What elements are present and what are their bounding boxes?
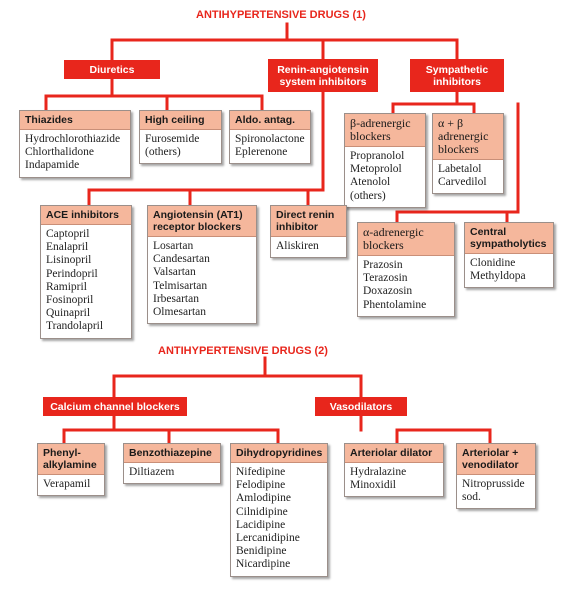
drug-item: Lisinopril: [46, 254, 92, 267]
card-alpha-beta-blockers-title: α + β adrenergic blockers: [433, 114, 503, 160]
card-direct-renin-inhibitor-list: Aliskiren: [271, 237, 346, 257]
drug-item: Losartan: [153, 240, 194, 252]
card-arteriolar-dilator: Arteriolar dilator Hydralazine Minoxidil: [344, 443, 444, 498]
card-phenylalkylamine: Phenyl- alkylamine Verapamil: [37, 443, 105, 497]
drug-item: Atenolol: [350, 176, 391, 189]
card-arteriolar-dilator-title: Arteriolar dilator: [345, 444, 443, 463]
card-central-sympatholytics-list: Clonidine Methyldopa: [465, 254, 553, 287]
card-benzothiazepine-list: Diltiazem: [124, 463, 220, 483]
card-arteriolar-dilator-list: Hydralazine Minoxidil: [345, 463, 443, 496]
card-high-ceiling: High ceiling Furosemide (others): [139, 110, 222, 165]
group-vasodilators: Vasodilators: [315, 397, 407, 416]
card-alpha-beta-blockers: α + β adrenergic blockers Labetalol Carv…: [432, 113, 504, 195]
card-arb-blockers-title: Angiotensin (AT1) receptor blockers: [148, 206, 256, 237]
drug-item: Fosinopril: [46, 294, 94, 307]
drug-item: Minoxidil: [350, 479, 397, 492]
card-ace-inhibitors-list: Captopril Enalapril Lisinopril Perindopr…: [41, 225, 131, 338]
drug-item: Nicardipine: [236, 558, 291, 571]
drug-item: Felodipine: [236, 479, 286, 492]
drug-item: Captopril: [46, 228, 90, 240]
drug-item: Spironolactone: [235, 133, 305, 145]
drug-item: Labetalol: [438, 163, 482, 175]
card-alpha-beta-blockers-list: Labetalol Carvedilol: [433, 160, 503, 193]
drug-item: Nifedipine: [236, 466, 286, 478]
card-alpha-blockers-list: Prazosin Terazosin Doxazosin Phentolamin…: [358, 256, 454, 316]
drug-item: Perindopril: [46, 267, 98, 280]
card-arteriolar-venodilator-title: Arteriolar + venodilator: [457, 444, 535, 475]
card-central-sympatholytics-title: Central sympatholytics: [465, 223, 553, 254]
card-high-ceiling-list: Furosemide (others): [140, 130, 221, 163]
drug-item: Candesartan: [153, 253, 210, 266]
card-arb-blockers: Angiotensin (AT1) receptor blockers Losa…: [147, 205, 257, 325]
group-sympathetic-inhibitors: Sympathetic inhibitors: [410, 59, 504, 92]
card-benzothiazepine: Benzothiazepine Diltiazem: [123, 443, 221, 485]
drug-item: Hydralazine: [350, 466, 407, 478]
drug-item: Verapamil: [43, 478, 91, 490]
card-beta-blockers: β-adrenergic blockers Propranolol Metopr…: [344, 113, 426, 208]
diagram-1-title: ANTIHYPERTENSIVE DRUGS (1): [196, 9, 366, 21]
group-calcium-channel-blockers: Calcium channel blockers: [43, 397, 187, 416]
drug-item: Prazosin: [363, 259, 403, 271]
drug-item: Chlorthalidone: [25, 146, 94, 159]
card-aldo-antag: Aldo. antag. Spironolactone Eplerenone: [229, 110, 311, 165]
group-diuretics: Diuretics: [64, 60, 160, 79]
card-alpha-blockers-title: α-adrenergic blockers: [358, 223, 454, 256]
drug-item: (others): [350, 189, 386, 202]
drug-item: Terazosin: [363, 272, 408, 285]
card-aldo-antag-list: Spironolactone Eplerenone: [230, 130, 310, 163]
card-central-sympatholytics: Central sympatholytics Clonidine Methyld…: [464, 222, 554, 289]
card-beta-blockers-title: β-adrenergic blockers: [345, 114, 425, 147]
card-arteriolar-venodilator: Arteriolar + venodilator Nitroprusside s…: [456, 443, 536, 510]
drug-item: Metoprolol: [350, 163, 402, 176]
card-beta-blockers-list: Propranolol Metoprolol Atenolol (others): [345, 147, 425, 207]
card-alpha-blockers: α-adrenergic blockers Prazosin Terazosin…: [357, 222, 455, 317]
card-phenylalkylamine-title: Phenyl- alkylamine: [38, 444, 104, 475]
card-dihydropyridines: Dihydropyridines Nifedipine Felodipine A…: [230, 443, 328, 577]
card-thiazides: Thiazides Hydrochlorothiazide Chlorthali…: [19, 110, 131, 178]
drug-item: Phentolamine: [363, 298, 427, 311]
card-direct-renin-inhibitor-title: Direct renin inhibitor: [271, 206, 346, 237]
drug-item: Ramipril: [46, 280, 87, 293]
drug-item: Enalapril: [46, 241, 89, 254]
card-direct-renin-inhibitor: Direct renin inhibitor Aliskiren: [270, 205, 347, 259]
drug-item: Clonidine: [470, 257, 516, 269]
card-thiazides-list: Hydrochlorothiazide Chlorthalidone Indap…: [20, 130, 130, 177]
drug-item: Olmesartan: [153, 306, 207, 319]
drug-item: Telmisartan: [153, 279, 208, 292]
drug-item: Quinapril: [46, 307, 91, 320]
diagram-2-title: ANTIHYPERTENSIVE DRUGS (2): [158, 345, 328, 357]
card-arb-blockers-list: Losartan Candesartan Valsartan Telmisart…: [148, 237, 256, 323]
drug-item: Aliskiren: [276, 240, 319, 252]
drug-item: Diltiazem: [129, 466, 175, 478]
drug-item: Eplerenone: [235, 146, 288, 159]
drug-item: Methyldopa: [470, 270, 526, 283]
drug-item: Nitroprusside sod.: [462, 478, 525, 504]
card-ace-inhibitors-title: ACE inhibitors: [41, 206, 131, 225]
drug-item: Lacidipine: [236, 518, 286, 531]
drug-item: Carvedilol: [438, 176, 487, 189]
card-benzothiazepine-title: Benzothiazepine: [124, 444, 220, 463]
card-phenylalkylamine-list: Verapamil: [38, 475, 104, 495]
drug-item: Amlodipine: [236, 492, 291, 505]
drug-item: Doxazosin: [363, 285, 413, 298]
drug-item: Valsartan: [153, 266, 196, 279]
drug-item: Propranolol: [350, 150, 405, 162]
card-dihydropyridines-list: Nifedipine Felodipine Amlodipine Cilnidi…: [231, 463, 327, 576]
drug-item: Trandolapril: [46, 320, 104, 333]
group-ras-inhibitors: Renin-angiotensin system inhibitors: [268, 59, 378, 92]
card-high-ceiling-title: High ceiling: [140, 111, 221, 130]
drug-item: Furosemide (others): [145, 133, 200, 159]
card-arteriolar-venodilator-list: Nitroprusside sod.: [457, 475, 535, 508]
drug-item: Benidipine: [236, 545, 287, 558]
card-aldo-antag-title: Aldo. antag.: [230, 111, 310, 130]
card-dihydropyridines-title: Dihydropyridines: [231, 444, 327, 463]
drug-item: Lercanidipine: [236, 532, 300, 545]
drug-item: Indapamide: [25, 159, 80, 172]
card-ace-inhibitors: ACE inhibitors Captopril Enalapril Lisin…: [40, 205, 132, 339]
drug-item: Hydrochlorothiazide: [25, 133, 121, 145]
card-thiazides-title: Thiazides: [20, 111, 130, 130]
drug-item: Irbesartan: [153, 292, 199, 305]
drug-item: Cilnidipine: [236, 505, 288, 518]
